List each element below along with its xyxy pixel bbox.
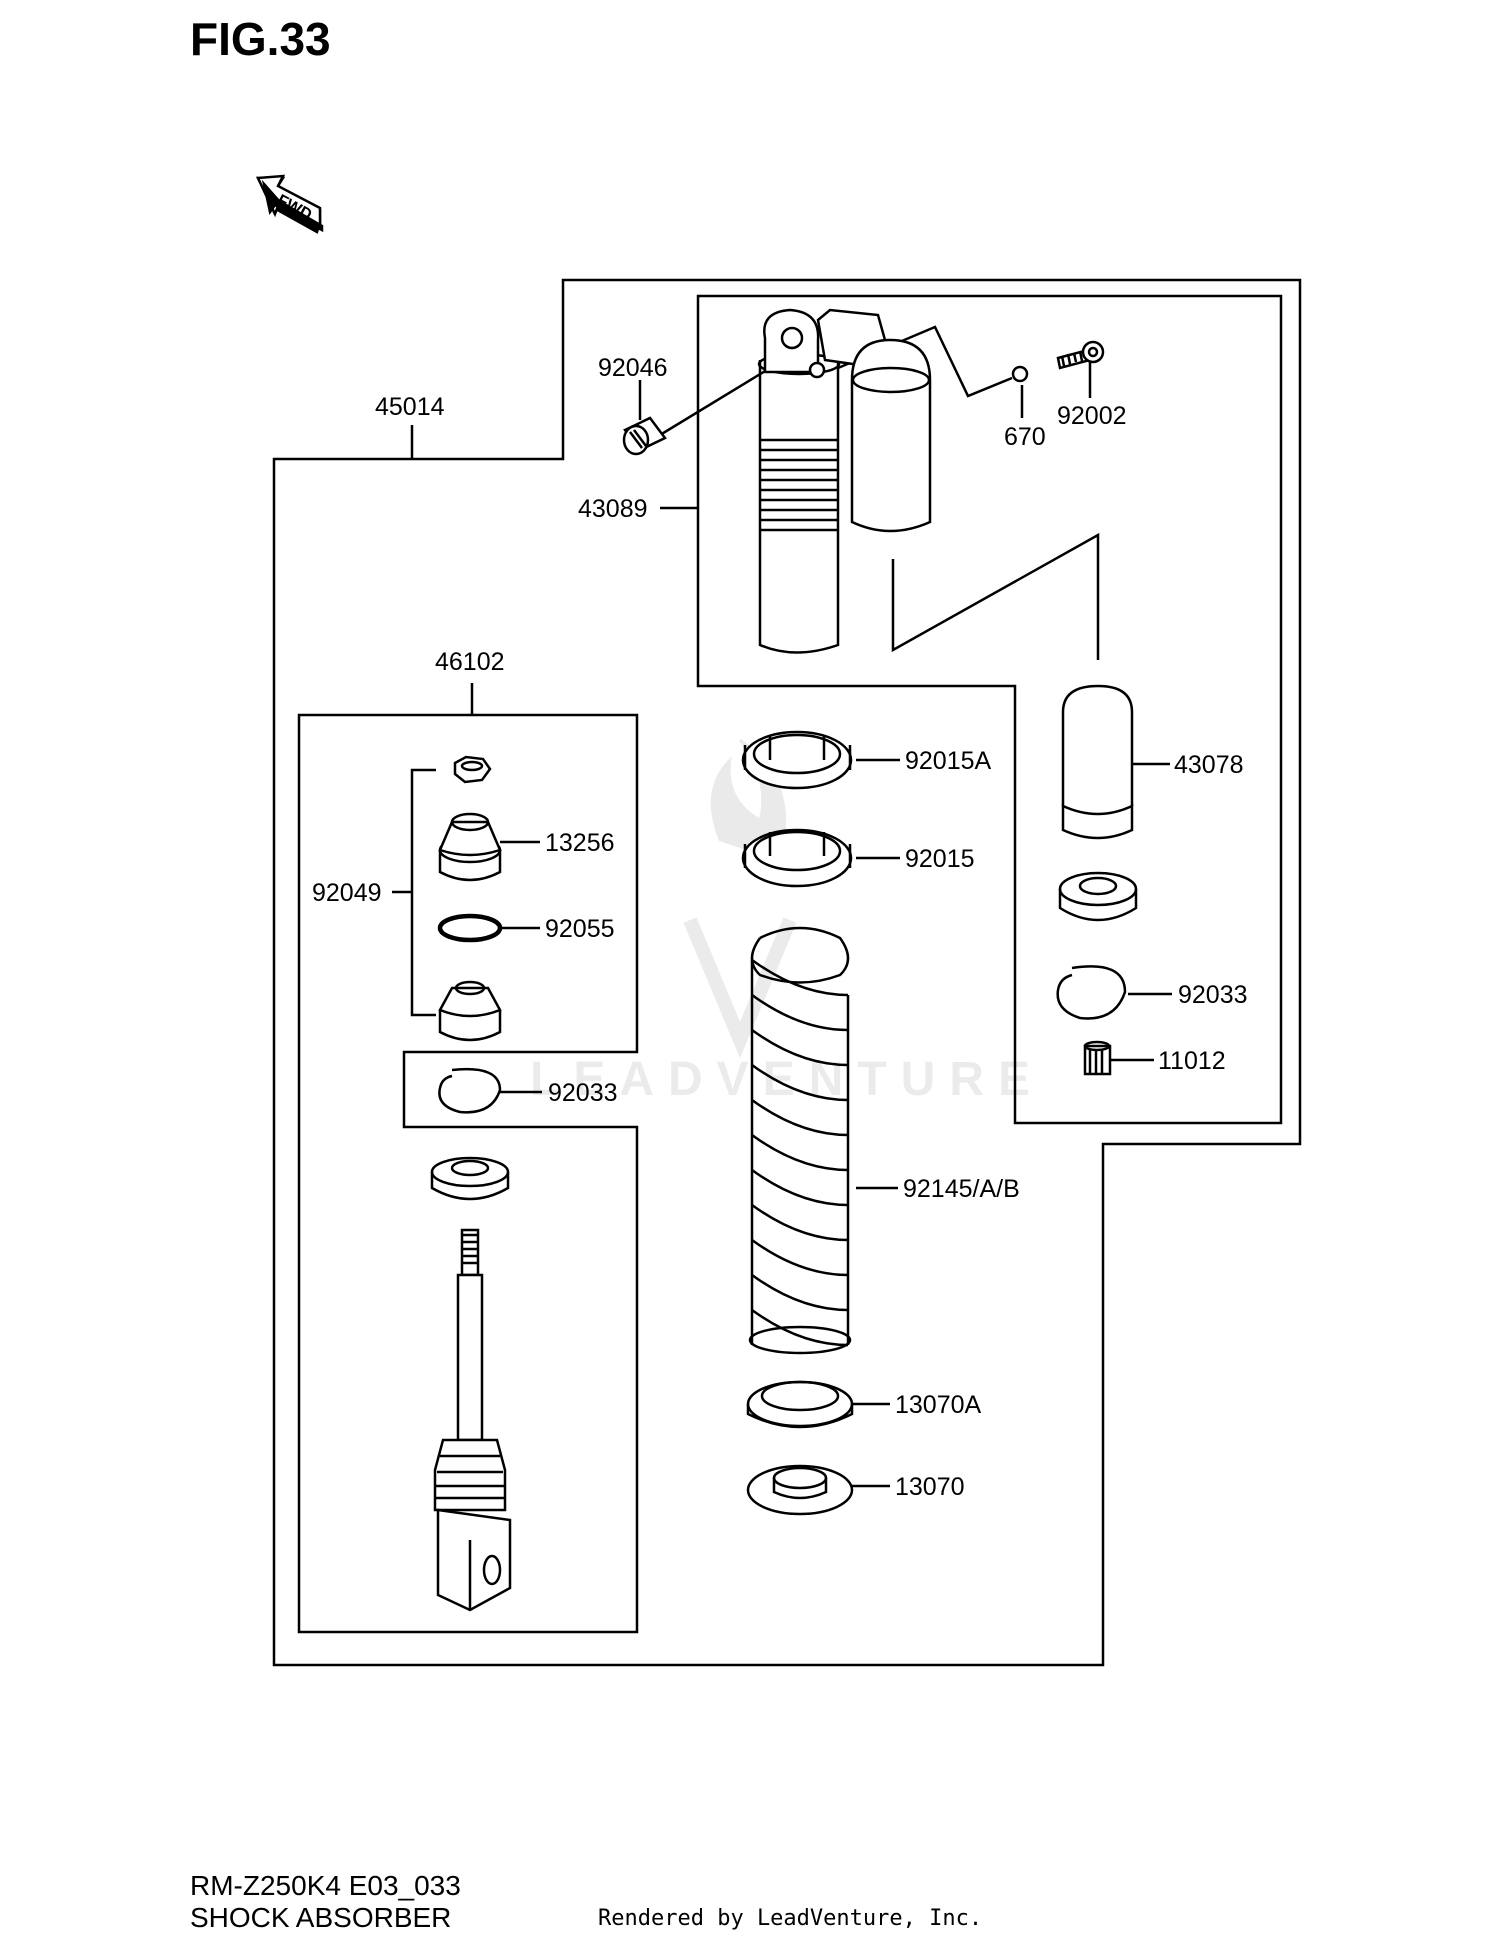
- circlip-92033-right-icon: [1056, 965, 1127, 1020]
- label-13256: 13256: [545, 829, 615, 857]
- watermark-text: LEADVENTURE: [530, 1053, 1044, 1106]
- section-name: SHOCK ABSORBER: [190, 1902, 452, 1933]
- lower-cap-icon: [430, 1156, 510, 1201]
- assembly-outline-45014: [272, 278, 1302, 1667]
- label-92033-right: 92033: [1178, 981, 1248, 1009]
- label-92015: 92015: [905, 845, 975, 873]
- label-43078: 43078: [1174, 751, 1244, 779]
- label-43089: 43089: [578, 495, 648, 523]
- lock-ring-92015-icon: [741, 828, 853, 888]
- label-92015A: 92015A: [905, 747, 992, 775]
- rendered-by-credit: Rendered by LeadVenture, Inc.: [598, 1906, 983, 1931]
- label-92055: 92055: [545, 915, 615, 943]
- label-670: 670: [1004, 423, 1046, 451]
- nut-icon: [453, 755, 492, 784]
- label-46102: 46102: [435, 648, 505, 676]
- label-92046: 92046: [598, 354, 668, 382]
- spring-seat-13070-icon: [746, 1464, 854, 1516]
- label-11012: 11012: [1158, 1047, 1226, 1075]
- leader-92046-b: [659, 360, 781, 437]
- assembly-outline-46102: [297, 713, 639, 1634]
- assembly-outline-43089: [696, 294, 1283, 1125]
- bushing-11012-icon: [1083, 1040, 1112, 1076]
- fwd-arrow-icon: FWD: [256, 174, 324, 234]
- label-45014: 45014: [375, 393, 445, 421]
- leader-43078: [891, 532, 1100, 660]
- lock-ring-92015A-icon: [741, 730, 853, 790]
- figure-title: FIG.33: [190, 13, 331, 65]
- reservoir-tank: [850, 338, 932, 533]
- leader-92049: [410, 768, 436, 1017]
- label-92145: 92145/A/B: [903, 1175, 1020, 1203]
- model-code: RM-Z250K4 E03_033: [190, 1870, 461, 1901]
- damper-rod-icon: [433, 1228, 512, 1612]
- bolt-92002-icon: [1056, 340, 1105, 370]
- reservoir-cap-icon: [1058, 871, 1138, 922]
- oring-670-icon: [1011, 365, 1029, 383]
- oring-92055-icon: [437, 913, 503, 943]
- spring-92145-icon: [748, 926, 852, 1355]
- label-13070A: 13070A: [895, 1391, 982, 1419]
- circlip-92033-left-icon: [438, 1068, 502, 1114]
- label-13070: 13070: [895, 1473, 965, 1501]
- seal-head-13256-icon: [438, 812, 502, 882]
- label-92033-left: 92033: [548, 1079, 618, 1107]
- spring-seat-13070A-icon: [746, 1380, 854, 1429]
- bladder-43078-icon: [1061, 684, 1134, 840]
- label-92049: 92049: [312, 879, 382, 907]
- bearing-92046-icon: [622, 416, 667, 456]
- piston-icon: [438, 980, 502, 1042]
- label-92002: 92002: [1057, 402, 1127, 430]
